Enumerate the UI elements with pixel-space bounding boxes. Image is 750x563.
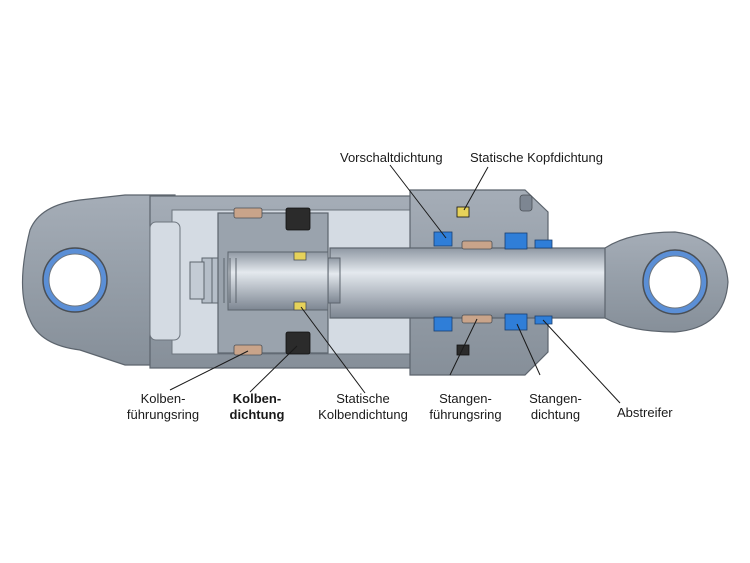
label-line: dichtung — [229, 407, 285, 422]
piston-guide-ring-bottom — [233, 344, 263, 356]
piston-guide-ring-top — [233, 207, 263, 219]
right-mounting-eye — [604, 231, 729, 333]
label-kolbendichtung: Kolben- dichtung — [222, 391, 292, 423]
label-statische-kopfdichtung: Statische Kopfdichtung — [470, 150, 603, 165]
piston-seal-top — [285, 207, 311, 231]
static-head-seal-top — [456, 206, 470, 218]
rod-seal-bottom — [504, 313, 528, 331]
leader-lines — [169, 164, 621, 404]
label-line: Stangen- — [439, 391, 492, 406]
rod-guide-ring-top — [461, 240, 493, 250]
label-kolbenfuehrungsring: Kolben- führungsring — [118, 391, 208, 423]
static-piston-seal-bottom — [293, 301, 307, 311]
preliminary-seal-bottom — [433, 316, 453, 332]
label-statische-kolbendichtung: Statische Kolbendichtung — [308, 391, 418, 423]
label-stangenfuehrungsring: Stangen- führungsring — [418, 391, 513, 423]
label-line: führungsring — [126, 407, 200, 422]
piston-seals — [233, 207, 311, 356]
piston — [189, 212, 329, 354]
label-line: dichtung — [530, 407, 581, 422]
static-piston-seal-top — [293, 251, 307, 261]
label-stangendichtung: Stangen- dichtung — [518, 391, 593, 423]
wiper-top — [534, 239, 553, 249]
preliminary-seal-top — [433, 231, 453, 247]
piston-seal-bottom — [285, 331, 311, 355]
label-abstreifer: Abstreifer — [617, 405, 673, 420]
label-line: Kolben- — [232, 391, 282, 406]
label-line: führungsring — [429, 407, 502, 422]
label-vorschaltdichtung: Vorschaltdichtung — [340, 150, 443, 165]
label-line: Statische — [336, 391, 390, 406]
left-mounting-eye — [21, 194, 176, 366]
label-line: Kolbendichtung — [318, 407, 408, 422]
label-line: Kolben- — [140, 391, 186, 406]
static-head-seal-bottom — [456, 344, 470, 356]
rod-seal-top — [504, 232, 528, 250]
label-line: Stangen- — [529, 391, 582, 406]
